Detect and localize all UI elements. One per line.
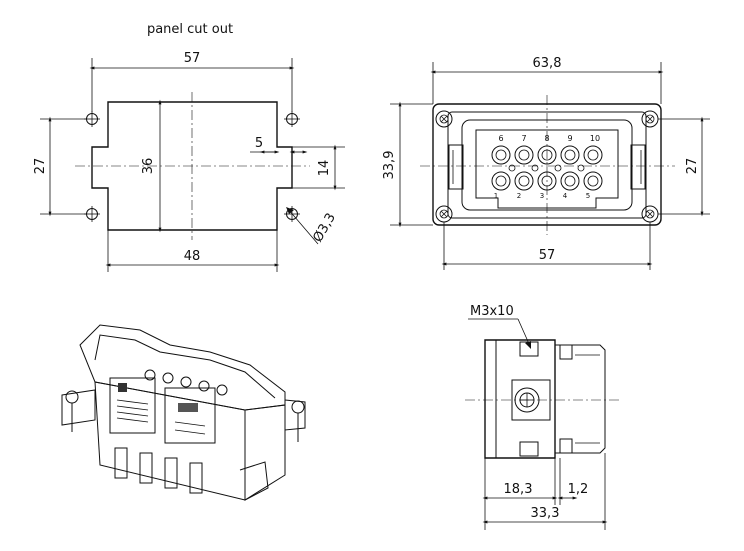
contact-pin-10: [583, 145, 603, 165]
dim-hole-diameter: Ø3,3: [310, 211, 338, 245]
screw-callout: M3x10: [470, 304, 514, 319]
dim-front-width-holes: 57: [539, 248, 556, 263]
dim-front-height-holes: 27: [685, 158, 700, 175]
pin-label-6: 6: [498, 134, 503, 143]
contact-pin-6: [491, 145, 511, 165]
screw-br-icon: [641, 205, 659, 223]
dim-side-depth-total: 33,3: [531, 506, 560, 521]
dim-cutout-width-bottom: 48: [184, 249, 201, 264]
contact-pin-1: [491, 171, 511, 191]
dim-side-depth-b: 1,2: [568, 482, 589, 497]
pin-label-10: 10: [590, 134, 600, 143]
pin-label-2: 2: [517, 192, 521, 200]
mounting-hole-bl: [84, 206, 100, 222]
dim-notch-height: 14: [317, 160, 332, 177]
front-view: 6 7 8 9 10 1 2 3 4 5 63,8 57 33,9 27: [382, 56, 710, 270]
pin-label-7: 7: [521, 134, 526, 143]
contact-pin-5: [583, 171, 603, 191]
pin-label-1: 1: [494, 192, 498, 200]
isometric-product-view: [61, 324, 306, 501]
screw-tr-icon: [641, 110, 659, 128]
contact-pin-9: [560, 145, 580, 165]
dim-notch-depth: 5: [255, 136, 263, 151]
side-view: M3x10 18,3 1,2 33,3: [465, 304, 620, 530]
mounting-hole-tl: [84, 111, 100, 127]
contact-pin-2: [514, 171, 534, 191]
dim-cutout-body-height: 36: [141, 158, 156, 175]
pin-label-4: 4: [563, 192, 568, 200]
dim-front-height-total: 33,9: [382, 151, 397, 180]
mounting-hole-tr: [284, 111, 300, 127]
dim-cutout-holes-height: 27: [33, 158, 48, 175]
dim-cutout-width-top: 57: [184, 51, 201, 66]
panel-cutout-title: panel cut out: [147, 22, 233, 37]
contact-pin-4: [560, 171, 580, 191]
panel-cutout-view: 57 48 27 36 5 14 Ø3,3: [33, 51, 345, 272]
pin-label-5: 5: [586, 192, 590, 200]
pin-label-3: 3: [540, 192, 544, 200]
screw-tl-icon: [435, 110, 453, 128]
pin-label-9: 9: [567, 134, 572, 143]
contact-pin-7: [514, 145, 534, 165]
dim-front-width-total: 63,8: [533, 56, 562, 71]
screw-bl-icon: [435, 205, 453, 223]
dim-side-depth-a: 18,3: [504, 482, 533, 497]
